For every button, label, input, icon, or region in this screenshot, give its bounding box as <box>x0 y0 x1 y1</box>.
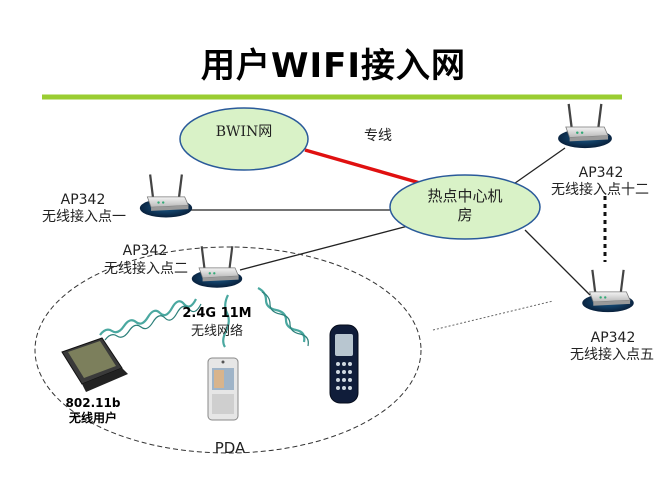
link-dotted <box>432 300 554 331</box>
ap2-model: AP342 <box>122 243 168 259</box>
hotspot-label-line2: 房 <box>457 206 473 224</box>
wave-left-inner <box>104 303 202 341</box>
user-label-line2: 无线用户 <box>68 411 117 425</box>
link-ap2 <box>239 225 409 271</box>
wave-right-inner <box>261 291 309 347</box>
ap1-label: 无线接入点一 <box>42 209 126 225</box>
wave-left <box>99 298 197 336</box>
ap1-icon <box>138 173 194 219</box>
leased-line-label: 专线 <box>364 128 392 144</box>
ap5-model: AP342 <box>590 330 636 346</box>
hotspot-label-line1: 热点中心机 <box>427 187 503 205</box>
ap2-label: 无线接入点二 <box>104 261 188 277</box>
page-title: 用户WIFI接入网 <box>200 46 467 86</box>
network-label-line2: 无线网络 <box>190 324 243 339</box>
ap12-icon <box>556 102 614 150</box>
ap2-icon <box>190 245 244 289</box>
pda-device-icon <box>329 324 359 404</box>
ap12-label: 无线接入点十二 <box>551 182 649 198</box>
bwin-label: BWIN网 <box>215 124 273 140</box>
network-label-line1: 2.4G 11M <box>182 306 252 321</box>
wave-right <box>257 287 306 343</box>
hotspot-node <box>389 174 541 240</box>
link-ap12 <box>507 147 566 189</box>
leased-line-link <box>304 148 421 185</box>
ap1-model: AP342 <box>60 192 106 208</box>
bwin-node <box>179 107 309 171</box>
ap12-model: AP342 <box>578 165 624 181</box>
coverage-area <box>34 246 422 454</box>
ap5-label: 无线接入点五 <box>570 347 654 363</box>
user-label-line1: 802.11b <box>65 396 121 410</box>
wave-center <box>222 294 230 348</box>
laptop-icon <box>61 337 128 392</box>
pda-label: PDA <box>214 439 246 457</box>
phone-icon <box>207 357 239 421</box>
link-ap5 <box>524 229 591 296</box>
ap5-icon <box>581 268 635 314</box>
